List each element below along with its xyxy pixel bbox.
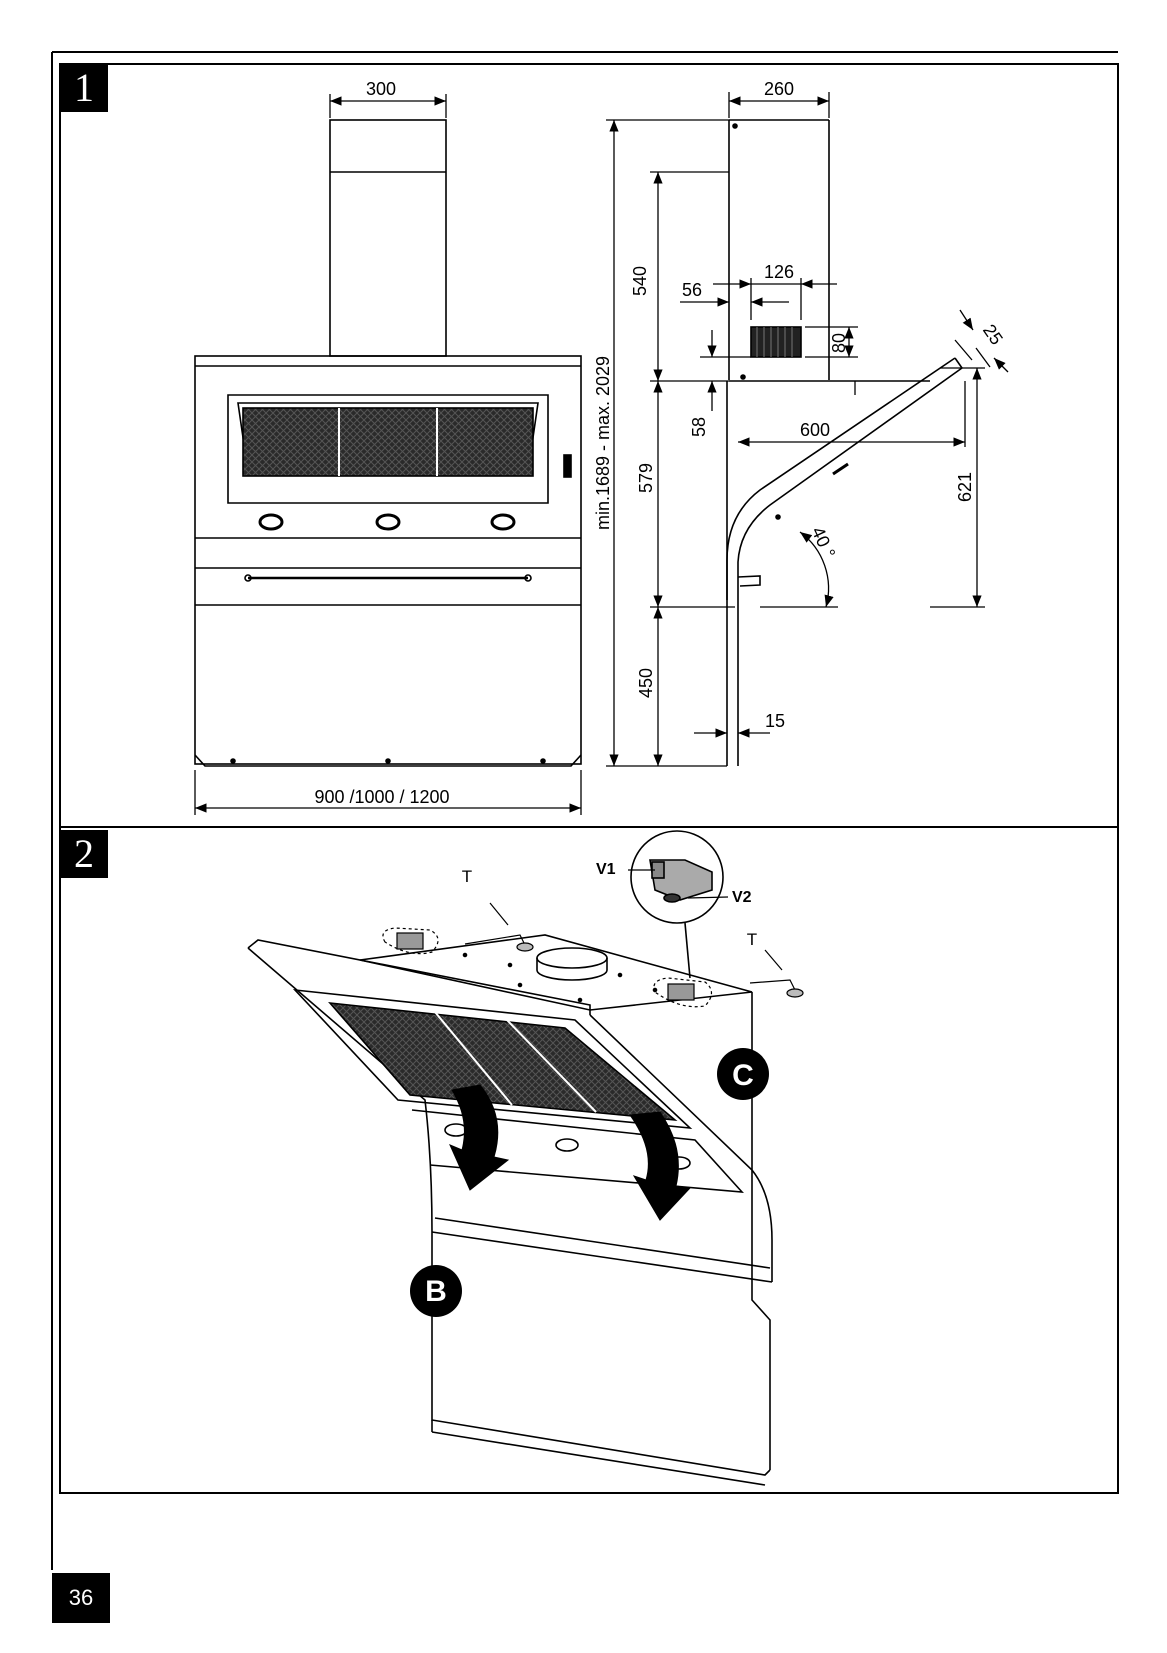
chimney-width-label: 300	[366, 79, 396, 99]
part-b-label: B	[425, 1275, 447, 1308]
part-b-marker: B	[410, 1265, 462, 1317]
part-c-marker: C	[717, 1048, 769, 1100]
side-view-dimensions	[606, 92, 1009, 767]
canopy-edge-label: 25	[979, 321, 1007, 349]
bracket-left	[382, 927, 439, 955]
figure-1-number: 1	[74, 65, 94, 110]
side-view-drawing	[726, 119, 963, 766]
outlet-bottom-offset-label: 58	[689, 417, 709, 437]
bracket-right	[653, 977, 713, 1008]
hood-perspective-drawing	[247, 934, 773, 1486]
side-depth-label: 260	[764, 79, 794, 99]
chimney-height-label: 540	[630, 266, 650, 296]
bracket-t-right-label: T	[747, 930, 757, 949]
page-frame	[51, 51, 1118, 1570]
overall-height-label: min.1689 - max. 2029	[593, 356, 613, 530]
front-view-drawing	[194, 119, 582, 767]
screw-v2-label: V2	[732, 889, 752, 906]
canopy-height-label: 621	[955, 472, 975, 502]
bracket-t-left-label: T	[462, 867, 472, 886]
wall-bracket-t-right	[749, 949, 804, 998]
canopy-projection-label: 600	[800, 420, 830, 440]
figure-2-number: 2	[74, 831, 94, 876]
part-c-label: C	[732, 1059, 754, 1092]
screw-v1-label: V1	[596, 861, 616, 878]
figure-2-label-box	[60, 830, 108, 878]
canopy-angle-label: 40 °	[808, 524, 840, 562]
fold-down-arrows	[449, 1084, 692, 1221]
panel-thickness-label: 15	[765, 711, 785, 731]
figure-2-panel: 2	[59, 826, 1119, 1494]
outlet-width-label: 126	[764, 262, 794, 282]
outlet-offset-label: 56	[682, 280, 702, 300]
detail-magnifier	[628, 830, 729, 979]
lower-height-label: 450	[636, 668, 656, 698]
front-view-dimensions	[194, 94, 582, 815]
figure-1-panel: 1	[59, 63, 1119, 828]
body-height-label: 579	[636, 463, 656, 493]
total-width-label: 900 /1000 / 1200	[314, 787, 449, 807]
page-number: 36	[52, 1573, 110, 1623]
figure-1-label-box	[60, 64, 108, 112]
outlet-height-label: 80	[829, 333, 849, 353]
wall-bracket-t-left	[464, 902, 534, 952]
